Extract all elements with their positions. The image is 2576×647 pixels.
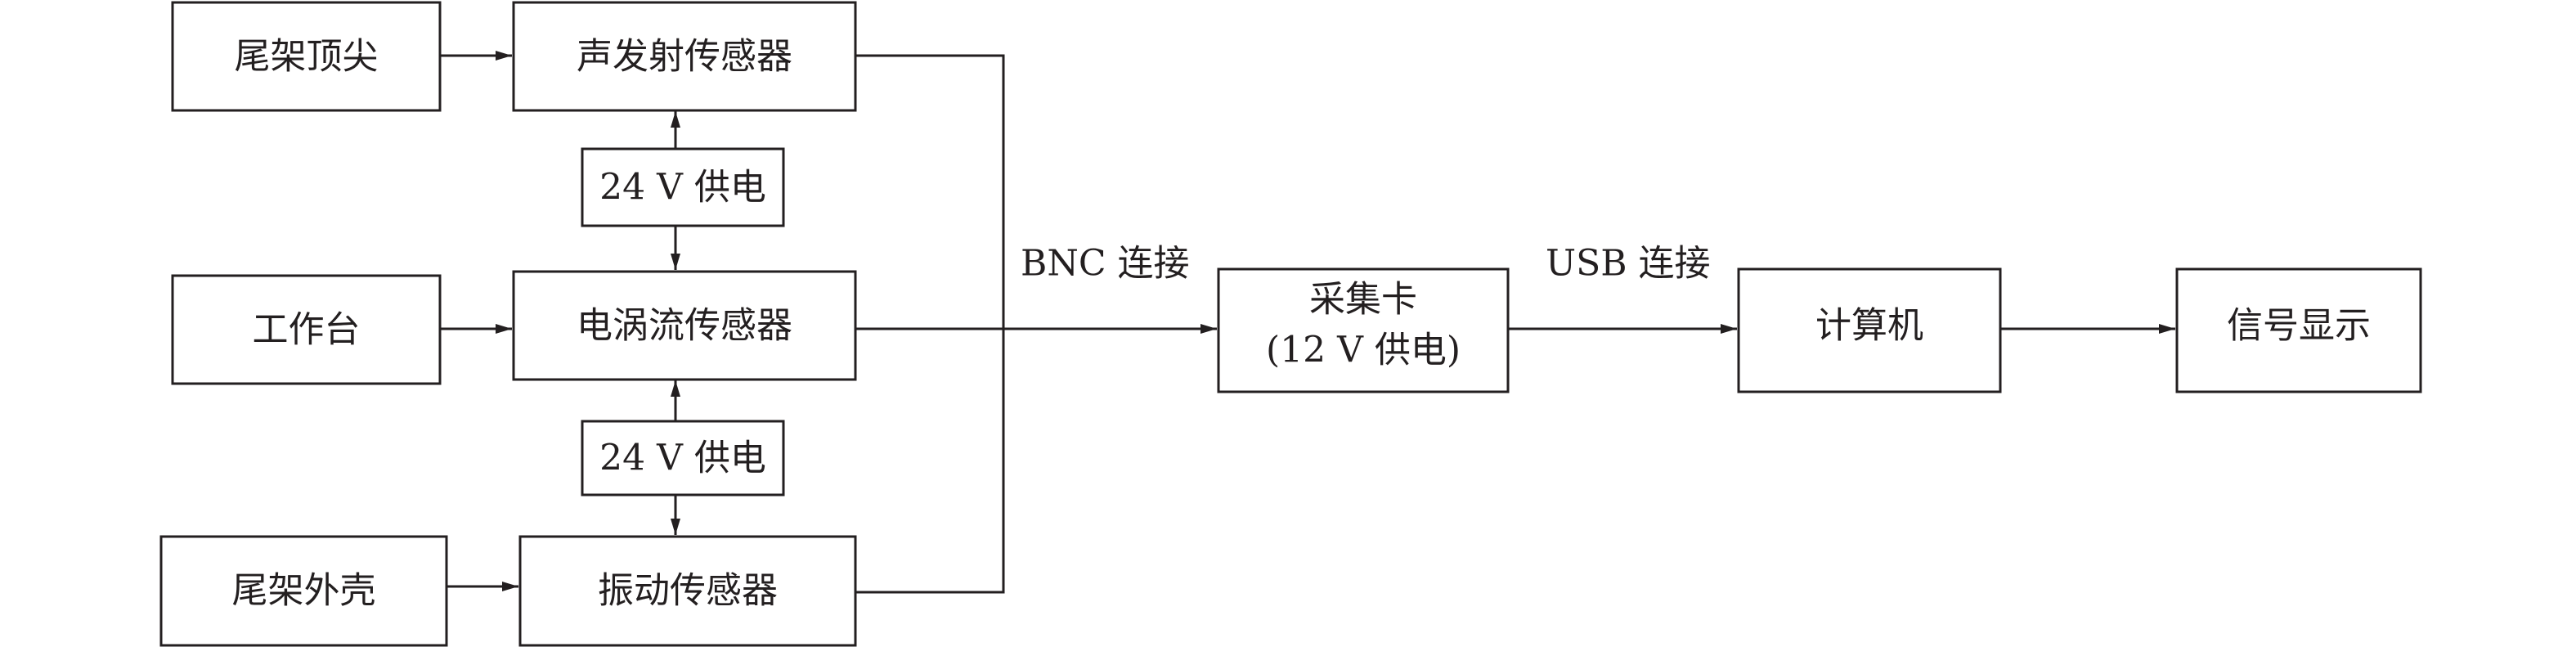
node-label: 尾架外壳 — [232, 570, 376, 612]
node-label: 声发射传感器 — [577, 36, 792, 78]
node-label-line1: 采集卡 — [1309, 279, 1417, 321]
node-label: 工作台 — [253, 309, 361, 351]
node-box — [1737, 267, 2002, 393]
node-label: 计算机 — [1815, 305, 1923, 347]
node-daq-card: 采集卡 (12 V 供电) — [1217, 267, 1510, 393]
node-box — [1217, 267, 1510, 393]
node-eddy-sensor: 电涡流传感器 — [512, 270, 857, 381]
node-box — [171, 274, 442, 385]
node-box — [512, 270, 857, 381]
node-label: 24 V 供电 — [599, 167, 766, 209]
node-box — [171, 1, 442, 112]
node-box — [581, 420, 785, 496]
node-power-24v-upper: 24 V 供电 — [581, 147, 785, 227]
node-workbench: 工作台 — [171, 274, 442, 385]
node-ae-sensor: 声发射传感器 — [512, 1, 857, 112]
node-label-line2: (12 V 供电) — [1266, 330, 1461, 371]
node-computer: 计算机 — [1737, 267, 2002, 393]
node-label: 振动传感器 — [598, 570, 778, 612]
node-vibration-sensor: 振动传感器 — [518, 535, 857, 647]
node-box — [512, 1, 857, 112]
bnc-bus-line — [855, 54, 1005, 594]
node-signal-display: 信号显示 — [2175, 267, 2422, 393]
node-box — [2175, 267, 2422, 393]
node-box — [518, 535, 857, 647]
node-label: 尾架顶尖 — [235, 36, 379, 78]
bnc-connection-label: BNC 连接 — [1021, 243, 1190, 285]
connectors — [440, 51, 2175, 594]
node-box — [581, 147, 785, 227]
node-label: 24 V 供电 — [599, 438, 766, 479]
usb-connection-label: USB 连接 — [1546, 243, 1711, 285]
node-tailstock-tip: 尾架顶尖 — [171, 1, 442, 112]
node-box — [159, 535, 448, 647]
node-power-24v-lower: 24 V 供电 — [581, 420, 785, 496]
node-tailstock-shell: 尾架外壳 — [159, 535, 448, 647]
node-label: 信号显示 — [2227, 305, 2371, 347]
node-label: 电涡流传感器 — [577, 305, 792, 347]
